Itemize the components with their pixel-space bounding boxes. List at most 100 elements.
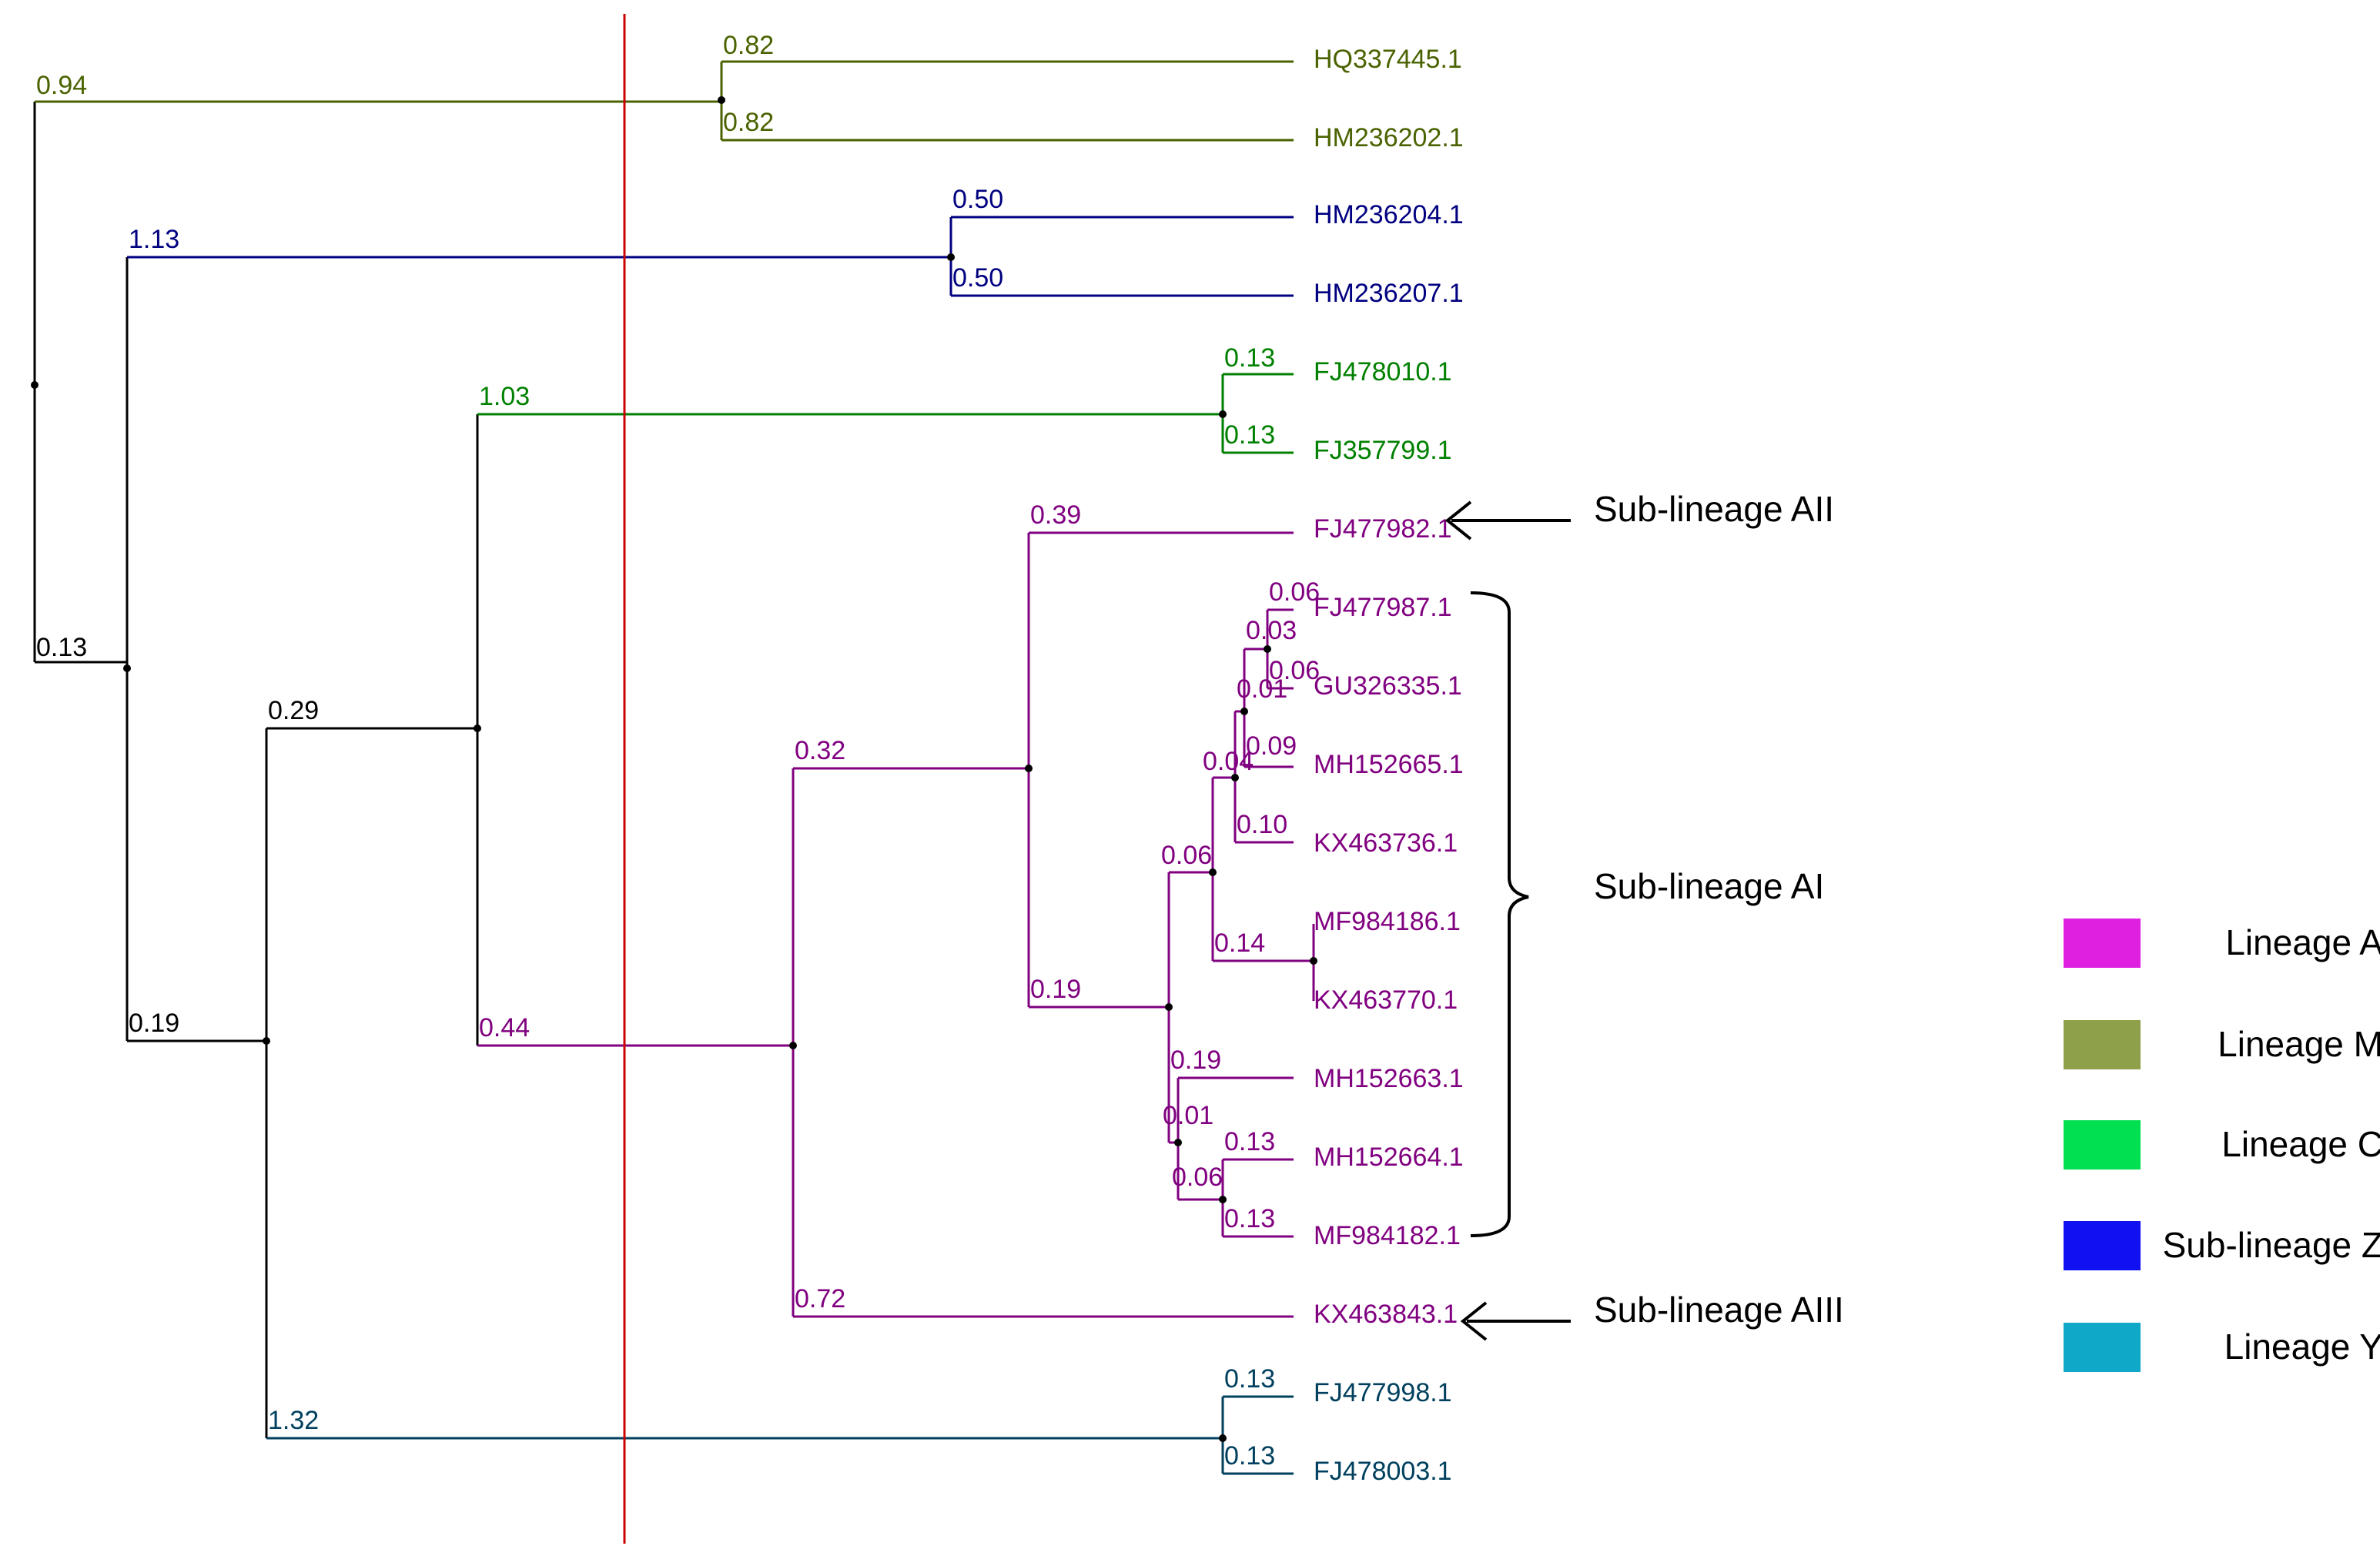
branch-length-label: 0.04	[1203, 747, 1254, 776]
tree-node	[1240, 708, 1248, 715]
leaf-label: FJ477998.1	[1314, 1378, 1452, 1407]
curly-brace-icon	[1470, 591, 1529, 1237]
annotation-sub-lineage-ai: Sub-lineage AI	[1470, 591, 1824, 1237]
tree-node	[1025, 765, 1033, 772]
tree-node	[718, 96, 725, 104]
branch-length-label: 0.09	[1246, 731, 1297, 761]
legend-label: Lineage C	[2221, 1124, 2380, 1164]
branch-length-label: 0.13	[1224, 343, 1275, 373]
legend-label: Lineage M	[2218, 1024, 2380, 1064]
tree-node	[31, 381, 38, 389]
annotation-sub-lineage-aii: Sub-lineage AII	[1444, 489, 1834, 540]
tree-nodes	[31, 96, 1317, 1442]
tree-node	[947, 253, 955, 261]
legend-swatch	[2064, 1323, 2141, 1372]
branch-length-label: 0.06	[1172, 1163, 1223, 1192]
leaf-label: FJ478003.1	[1314, 1457, 1452, 1486]
branch-length-label: 0.03	[1246, 616, 1297, 645]
branch-length-label: 1.13	[129, 225, 179, 254]
legend-swatch	[2064, 919, 2141, 968]
branch-length-label: 0.13	[1224, 1127, 1275, 1156]
sub-lineage-ai-label: Sub-lineage AI	[1594, 866, 1824, 906]
branch-length-label: 0.13	[1224, 1441, 1275, 1471]
tree-node	[1231, 774, 1239, 781]
leaf-label: HM236207.1	[1314, 279, 1464, 308]
sub-lineage-aiii-label: Sub-lineage AIII	[1594, 1290, 1844, 1330]
leaf-label: KX463843.1	[1314, 1300, 1458, 1329]
tree-node	[1310, 957, 1317, 965]
leaf-label: GU326335.1	[1314, 671, 1462, 701]
leaf-label: HM236202.1	[1314, 123, 1464, 152]
tree-branches	[33, 60, 1315, 1475]
leaf-label: HQ337445.1	[1314, 45, 1462, 74]
tree-node	[1219, 410, 1227, 418]
tree-node	[474, 724, 481, 732]
branch-length-label: 0.06	[1269, 577, 1320, 607]
leaf-label: KX463770.1	[1314, 985, 1458, 1015]
branch-length-label: 0.13	[1224, 1204, 1275, 1233]
tree-node	[1219, 1434, 1227, 1442]
legend-swatch	[2064, 1120, 2141, 1170]
legend-label: Lineage Y	[2224, 1327, 2380, 1367]
branch-length-label: 0.94	[36, 71, 87, 100]
legend-swatch	[2064, 1221, 2141, 1270]
legend-item: Lineage A	[2064, 919, 2380, 968]
branch-length-label: 1.03	[479, 382, 530, 411]
tree-node	[789, 1042, 797, 1049]
branch-length-label: 0.39	[1030, 500, 1081, 530]
leaf-label: HM236204.1	[1314, 200, 1464, 229]
branch-length-label: 0.06	[1269, 656, 1320, 685]
leaf-label: MF984186.1	[1314, 907, 1461, 936]
branch-length-label: 0.19	[1170, 1046, 1221, 1075]
legend-label: Lineage A	[2225, 922, 2380, 962]
leaf-label: MH152663.1	[1314, 1064, 1464, 1093]
branch-length-label: 0.13	[36, 633, 87, 662]
branch-length-label: 0.50	[952, 263, 1003, 293]
arrow-left-icon-head	[1444, 500, 1472, 540]
branch-length-label: 0.10	[1237, 810, 1287, 839]
legend-item: Sub-lineage Z	[2064, 1221, 2380, 1270]
legend-item: Lineage Y	[2064, 1323, 2380, 1372]
branch-length-label: 0.13	[1224, 420, 1275, 450]
leaf-label: FJ478010.1	[1314, 357, 1452, 386]
leaf-label: FJ477987.1	[1314, 593, 1452, 622]
legend-label: Sub-lineage Z	[2163, 1225, 2380, 1265]
sub-lineage-aii-label: Sub-lineage AII	[1594, 489, 1834, 529]
branch-length-label: 0.72	[795, 1284, 845, 1313]
legend-item: Lineage M	[2064, 1020, 2380, 1069]
branch-length-label: 0.01	[1237, 674, 1287, 704]
leaf-label: MF984182.1	[1314, 1221, 1461, 1250]
branch-length-label: 0.19	[1030, 975, 1081, 1004]
branch-length-label: 0.01	[1163, 1101, 1213, 1130]
tree-node	[1209, 868, 1217, 876]
leaf-labels: HQ337445.1HM236202.1HM236204.1HM236207.1…	[1314, 45, 1464, 1486]
leaf-label: MH152664.1	[1314, 1143, 1464, 1172]
arrow-left-icon-head	[1460, 1301, 1488, 1341]
legend-item: Lineage C	[2064, 1120, 2380, 1170]
branch-length-label: 0.19	[129, 1009, 179, 1038]
branch-length-label: 0.50	[952, 185, 1003, 214]
tree-node	[1264, 645, 1271, 653]
legend: Lineage A Lineage M Lineage C Sub-lineag…	[2064, 919, 2380, 1372]
leaf-label: FJ477982.1	[1314, 514, 1452, 544]
tree-node	[123, 664, 131, 672]
leaf-label: MH152665.1	[1314, 750, 1464, 779]
branch-length-label: 0.29	[268, 696, 319, 725]
branch-length-labels: 0.94 0.82 0.82 1.13 0.50 0.50 1.03 0.13 0.13 0.13…	[36, 31, 1320, 1471]
tree-node	[1174, 1139, 1182, 1146]
tree-node	[263, 1037, 270, 1045]
branch-length-label: 0.32	[795, 736, 845, 765]
branch-length-label: 1.32	[268, 1406, 319, 1435]
leaf-label: FJ357799.1	[1314, 436, 1452, 465]
annotation-sub-lineage-aiii: Sub-lineage AIII	[1460, 1290, 1844, 1341]
legend-swatch	[2064, 1020, 2141, 1069]
branch-length-label: 0.82	[723, 108, 774, 137]
branch-length-label: 0.44	[479, 1013, 530, 1042]
branch-length-label: 0.13	[1224, 1364, 1275, 1394]
branch-length-label: 0.82	[723, 31, 774, 60]
tree-node	[1165, 1003, 1173, 1011]
tree-node	[1219, 1196, 1227, 1203]
leaf-label: KX463736.1	[1314, 828, 1458, 858]
branch-length-label: 0.14	[1214, 929, 1265, 958]
